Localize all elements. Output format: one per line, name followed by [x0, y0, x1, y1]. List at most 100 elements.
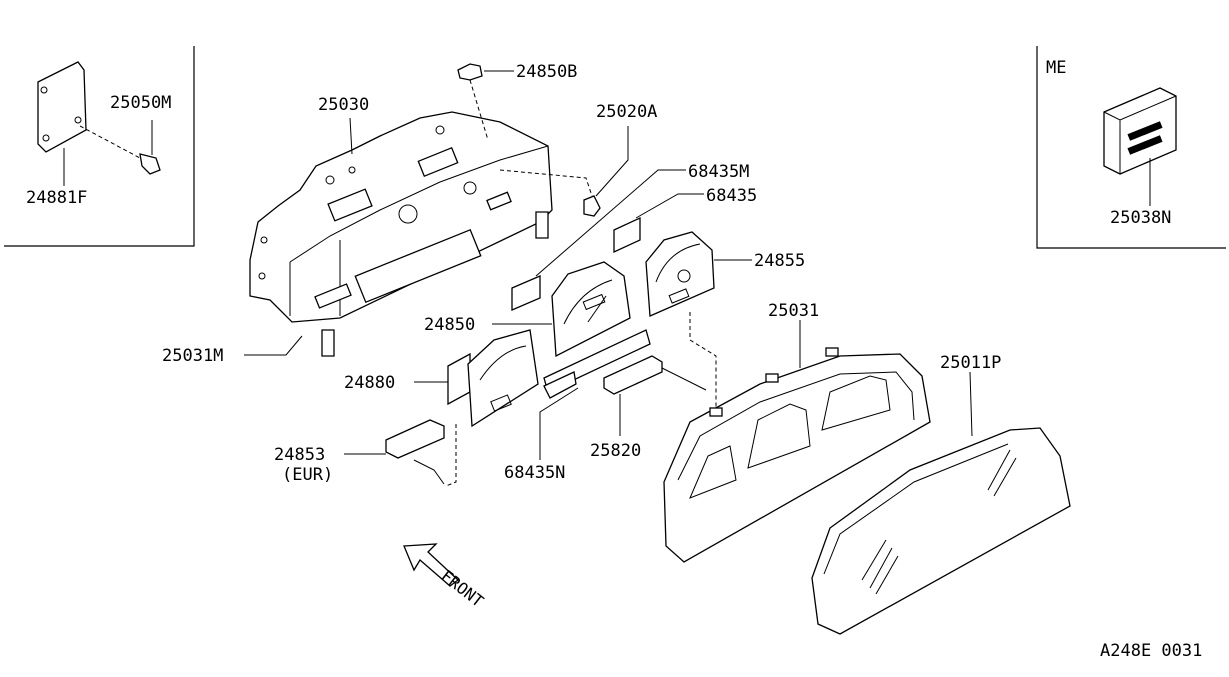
label-68435: 68435	[706, 186, 757, 206]
unit-25820-part	[603, 355, 663, 395]
label-25020A: 25020A	[596, 102, 657, 122]
tachometer-hub	[677, 269, 691, 283]
module-slot	[1127, 121, 1163, 141]
label-25050M: 25050M	[110, 93, 171, 113]
leader-25011P	[969, 371, 973, 437]
label-24853-note: (EUR)	[282, 465, 333, 485]
housing-pocket	[486, 191, 512, 211]
leader-25030	[349, 117, 353, 155]
rear-housing-assembly: 25030 25031M	[162, 95, 553, 366]
unit-25820: 25820	[590, 355, 707, 461]
housing-hole	[325, 175, 335, 185]
housing-hole	[258, 272, 266, 280]
label-24880: 24880	[344, 373, 395, 393]
odometer-window	[582, 293, 606, 311]
unit-25820-wire	[661, 367, 707, 391]
unit-24853-part	[385, 419, 445, 459]
finisher-part	[663, 353, 931, 563]
housing-edge	[289, 240, 341, 316]
label-25030: 25030	[318, 95, 369, 115]
label-25820: 25820	[590, 441, 641, 461]
finisher-opening	[747, 403, 811, 469]
finisher-inner-edge	[677, 371, 915, 481]
speedometer-24850: 24850	[424, 261, 631, 358]
speedometer-scale	[563, 279, 613, 325]
gauge-scale	[479, 345, 527, 381]
unit-24853-wire	[413, 459, 445, 485]
gauge-24880: 24880	[344, 329, 539, 428]
housing-tab	[321, 329, 335, 357]
housing-hole	[348, 166, 356, 174]
right-inset: ME 25038N	[1036, 46, 1226, 249]
housing-boss	[463, 181, 477, 195]
gauge-dial-part	[467, 329, 539, 428]
leader-25031M	[244, 335, 303, 356]
connector-block	[314, 283, 352, 309]
housing-hole	[260, 236, 268, 244]
label-25011P: 25011P	[940, 353, 1001, 373]
front-direction-marker: FRONT	[403, 543, 488, 611]
plate-68435N-tab	[543, 371, 577, 399]
housing-tab	[535, 211, 549, 239]
bulb-guide-line	[499, 169, 593, 197]
label-24850: 24850	[424, 315, 475, 335]
leader-25020A	[595, 126, 629, 197]
lens-inner-edge	[823, 443, 1009, 575]
leader-68435M	[535, 169, 686, 277]
housing-hole	[435, 125, 445, 135]
leader-68435N	[539, 387, 579, 460]
tachometer-window	[668, 288, 690, 304]
module-edge	[1103, 95, 1177, 174]
speedometer-needle	[587, 295, 607, 323]
label-25038N: 25038N	[1110, 208, 1171, 228]
label-24855: 24855	[754, 251, 805, 271]
front-arrow-icon	[403, 543, 460, 587]
label-24853: 24853	[274, 445, 325, 465]
screw-part	[139, 153, 161, 175]
rear-housing-part	[249, 111, 553, 323]
plate-68435-part	[613, 216, 641, 254]
plate-68435M-part	[511, 275, 541, 311]
finisher-clip	[765, 373, 779, 383]
label-24850B: 24850B	[516, 62, 577, 82]
right-inset-border	[1036, 46, 1226, 249]
connector-row	[354, 228, 482, 304]
label-25031: 25031	[768, 301, 819, 321]
unit-24853: 24853 (EUR)	[274, 419, 457, 487]
housing-pocket	[327, 188, 373, 222]
lens-25011P: 25011P	[811, 353, 1071, 635]
plate-hole	[42, 134, 50, 142]
gauge-side-part	[447, 352, 471, 406]
label-68435M: 68435M	[688, 162, 749, 182]
bulb-25020A: 25020A	[499, 102, 657, 217]
leader-68435	[635, 193, 704, 219]
housing-edge	[289, 145, 549, 263]
speedometer-dial-part	[551, 261, 631, 358]
label-24881F: 24881F	[26, 188, 87, 208]
front-label: FRONT	[438, 566, 488, 611]
finisher-clip	[709, 407, 723, 417]
clip-part	[457, 63, 483, 81]
tachometer-24855: 24855	[645, 231, 805, 412]
finisher-25031: 25031	[663, 301, 931, 563]
module-slot	[1127, 135, 1163, 155]
housing-boss	[398, 204, 418, 224]
left-inset: 25050M 24881F	[4, 46, 195, 247]
clip-guide-line	[469, 79, 489, 141]
left-inset-border	[4, 46, 195, 247]
plate-hole	[40, 86, 48, 94]
gauge-window	[490, 394, 512, 412]
label-25031M: 25031M	[162, 346, 223, 366]
unit-24853-guide-line	[445, 424, 457, 487]
finisher-opening	[821, 375, 891, 431]
finisher-clip	[825, 347, 839, 357]
lens-part	[811, 427, 1071, 635]
cover-plate-part	[37, 61, 87, 153]
lens-glare	[861, 539, 899, 595]
screw-guide-line	[79, 125, 141, 159]
tachometer-dial-part	[645, 231, 715, 317]
housing-pocket	[417, 146, 459, 178]
label-plates: 68435M 68435	[511, 162, 757, 311]
